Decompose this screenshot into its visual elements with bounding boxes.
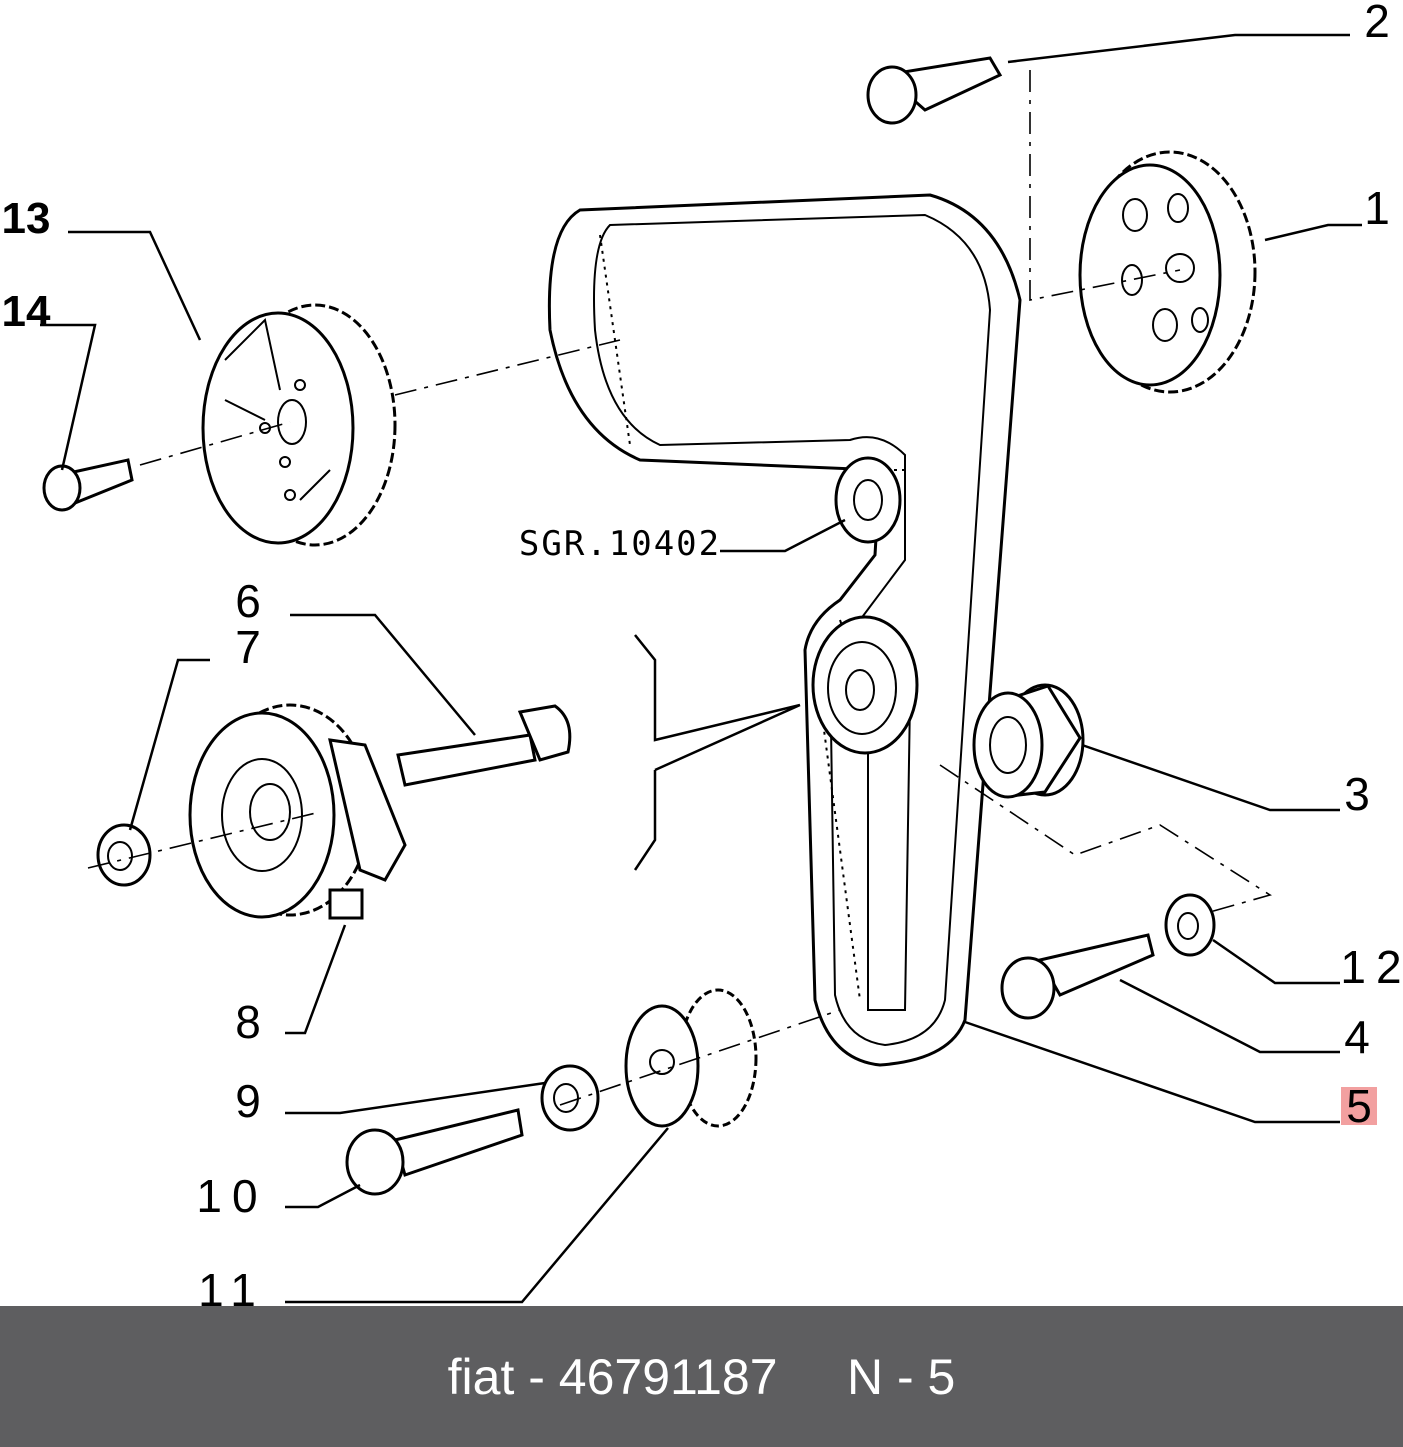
bolt-2 [866,56,1003,125]
callout-8: 8 [235,996,261,1048]
idler-roller [834,456,902,544]
washer-9 [540,1064,600,1132]
nut-7 [96,823,152,887]
camshaft-pulley-right [1078,150,1257,394]
callout-3: 3 [1344,768,1370,820]
timing-belt-exploded-diagram: 2 1 3 12 4 5 13 14 6 7 8 9 10 11 SGR.104… [2,0,1403,1306]
footer-part-number: 46791187 [558,1348,778,1405]
footer-position-label: N - 5 [847,1348,956,1405]
bolt-14 [42,458,134,512]
washer-12 [1164,893,1216,957]
tensioner-pulley [811,615,919,755]
callout-11: 11 [198,1264,266,1306]
callout-13: 13 [2,194,51,243]
leader-lines [40,33,1362,1304]
tensioner-assembly [188,703,407,920]
camshaft-pulley-left [201,303,397,547]
footer-brand: fiat [447,1348,515,1405]
bolt-6 [396,704,572,787]
axis-lines [87,70,1272,1106]
bolt-10 [345,1108,524,1196]
callout-1: 1 [1364,182,1390,234]
footer-bar: fiat - 46791187 N - 5 [0,1306,1403,1447]
highlight-marker [1341,1087,1377,1125]
crankshaft-pulley-11 [624,988,758,1128]
reference-code: SGR.10402 [519,524,721,564]
roller-3 [972,683,1085,799]
callout-12: 12 [1340,941,1403,993]
break-symbol [633,634,801,871]
footer-caption: fiat - 46791187 N - 5 [447,1348,956,1405]
callout-7: 7 [235,621,261,673]
callout-4: 4 [1344,1011,1370,1063]
callout-6: 6 [235,575,261,627]
callout-10: 10 [196,1170,267,1222]
callout-2: 2 [1364,0,1390,47]
callout-9: 9 [235,1075,261,1127]
bolt-4 [1000,933,1155,1020]
callout-5: 5 [1346,1080,1372,1132]
timing-belt [547,193,1022,1067]
callout-14: 14 [2,287,51,336]
